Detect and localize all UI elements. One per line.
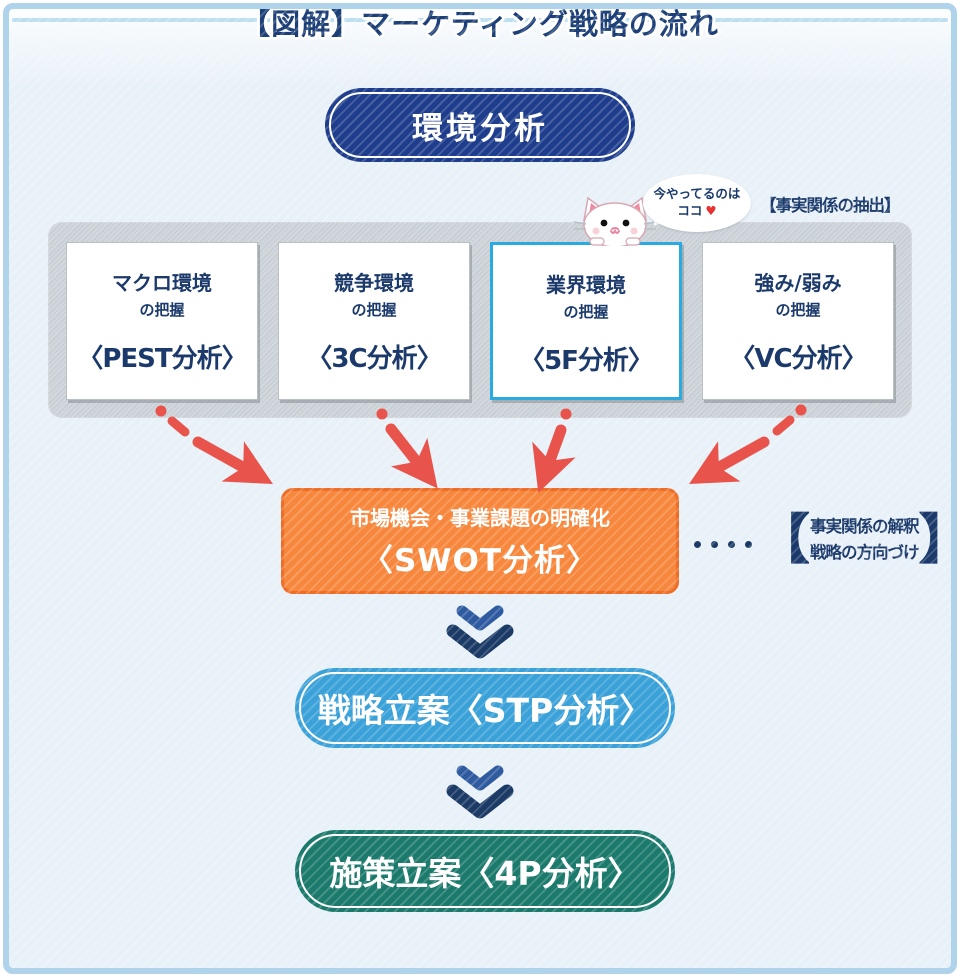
note-line2: 戦略の方向づけ	[810, 543, 919, 562]
box-line2: の把握	[563, 303, 609, 321]
box-line2: の把握	[775, 301, 821, 319]
cat-mascot-icon	[573, 196, 657, 246]
environment-analysis-pill: 環境分析	[325, 88, 635, 162]
speech-bubble-text: 今やってるのは ココ♥	[643, 174, 751, 232]
vc-method-label: 〈VC分析〉	[729, 344, 867, 374]
fact-extraction-label: 【事実関係の抽出】	[760, 196, 901, 215]
speech-bubble: 今やってるのは ココ♥	[639, 174, 751, 240]
swot-title: 〈SWOT分析〉	[361, 543, 599, 579]
interpretation-note-lines: 事実関係の解釈 戦略の方向づけ	[810, 514, 919, 565]
four-p-measures-pill: 施策立案〈4P分析〉	[295, 830, 675, 912]
macro-environment-box: マクロ環境 の把握 〈PEST分析〉	[66, 242, 258, 400]
swot-analysis-box: 市場機会・事業課題の明確化 〈SWOT分析〉	[281, 488, 679, 594]
pest-method-label: 〈PEST分析〉	[77, 344, 247, 374]
environment-analysis-label: 環境分析	[412, 110, 548, 147]
stp-strategy-pill: 戦略立案〈STP分析〉	[295, 668, 675, 748]
box-line1: 業界環境	[546, 273, 626, 297]
four-p-measures-label: 施策立案〈4P分析〉	[329, 854, 641, 893]
threec-method-label: 〈3C分析〉	[306, 344, 442, 374]
competitive-environment-box: 競争環境 の把握 〈3C分析〉	[278, 242, 470, 400]
stp-strategy-label: 戦略立案〈STP分析〉	[317, 691, 653, 730]
title-divider-line	[12, 18, 948, 22]
chevron-down-icon	[446, 605, 514, 659]
box-line1: マクロ環境	[112, 271, 212, 295]
industry-environment-box-highlighted: 業界環境 の把握 〈5F分析〉	[490, 242, 682, 400]
interpretation-note: 【 事実関係の解釈 戦略の方向づけ 】	[756, 508, 952, 572]
box-line1: 競争環境	[334, 271, 414, 295]
bubble-line2: ココ♥	[677, 203, 717, 218]
diagram-stage: 【図解】マーケティング戦略の流れ 環境分析 マクロ環境 の把握 〈PEST分析〉…	[9, 7, 952, 968]
box-line2: の把握	[139, 301, 185, 319]
bracket-close: 】	[919, 508, 952, 572]
box-line2: の把握	[351, 301, 397, 319]
bubble-line1: 今やってるのは	[653, 186, 741, 202]
strengths-weaknesses-box: 強み/弱み の把握 〈VC分析〉	[702, 242, 894, 400]
bracket-open: 【	[756, 508, 810, 571]
diagram-frame: 【図解】マーケティング戦略の流れ 環境分析 マクロ環境 の把握 〈PEST分析〉…	[3, 3, 957, 974]
swot-subtitle: 市場機会・事業課題の明確化	[350, 506, 610, 530]
chevron-down-icon	[446, 765, 514, 819]
dotted-connector	[694, 541, 752, 548]
page-title: 【図解】マーケティング戦略の流れ	[241, 7, 719, 41]
speech-bubble-bg	[643, 174, 751, 232]
heart-icon: ♥	[705, 203, 717, 218]
note-line1: 事実関係の解釈	[810, 517, 919, 537]
red-arrows	[155, 404, 807, 493]
box-line1: 強み/弱み	[754, 271, 842, 295]
fivef-method-label: 〈5F分析〉	[519, 346, 654, 376]
